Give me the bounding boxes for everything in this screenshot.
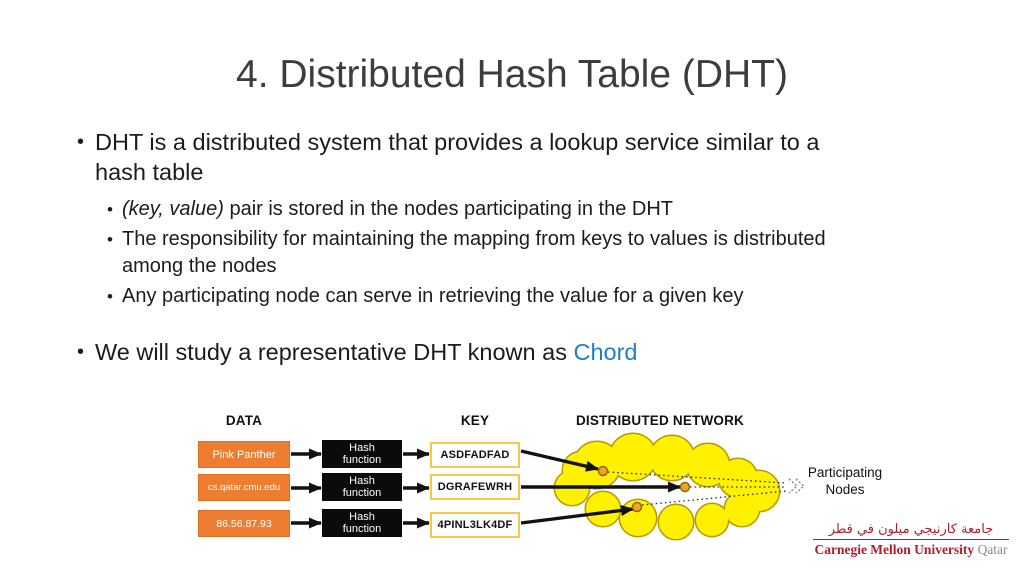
sub-bullet-responsibility: • The responsibility for maintaining the…: [107, 226, 967, 280]
bullet-line: DHT is a distributed system that provide…: [95, 129, 820, 155]
bullet-text: The responsibility for maintaining the m…: [122, 226, 826, 280]
bullet-line: pair is stored in the nodes participatin…: [223, 198, 674, 220]
node-dot: [679, 481, 691, 493]
key-box-4pinl3lk4df: 4PINL3LK4DF: [430, 512, 520, 538]
bullet-line: The responsibility for maintaining the m…: [122, 228, 826, 250]
hash-label-line: function: [342, 454, 382, 466]
network-cloud-shape: [553, 432, 781, 541]
bullet-text: (key, value) pair is stored in the nodes…: [122, 196, 673, 223]
bullet-line: among the nodes: [122, 255, 277, 277]
logo-arabic-text: جامعة كارنيجي ميلون في قطر: [813, 521, 1009, 540]
node-dots: [597, 465, 691, 513]
page-title: 4. Distributed Hash Table (DHT): [236, 53, 788, 96]
logo-wordmark: Carnegie Mellon University Qatar: [813, 541, 1009, 558]
hash-function-box: Hash function: [322, 440, 402, 468]
bullet-line: We will study a representative DHT known…: [95, 339, 574, 365]
data-box-pink-panther: Pink Panther: [198, 441, 290, 468]
bullet-text: We will study a representative DHT known…: [95, 337, 637, 367]
hash-function-box: Hash function: [322, 473, 402, 501]
hash-label-line: Hash: [349, 441, 375, 454]
participating-nodes-label: Participating Nodes: [793, 465, 897, 498]
hash-label-line: Hash: [349, 474, 375, 487]
bullet-glyph: •: [107, 200, 113, 219]
label-line: Participating: [807, 465, 883, 480]
bullet-text: DHT is a distributed system that provide…: [95, 127, 819, 187]
chord-link-text: Chord: [573, 339, 638, 365]
hash-label-line: function: [342, 523, 382, 535]
data-box-cs-qatar: cs.qatar.cmu.edu: [198, 474, 290, 501]
bullet-text: Any participating node can serve in retr…: [122, 285, 744, 307]
hash-function-box: Hash function: [322, 509, 402, 537]
column-header-network: DISTRIBUTED NETWORK: [575, 413, 745, 428]
key-box-asdfadfad: ASDFADFAD: [430, 442, 520, 468]
column-header-data: DATA: [225, 413, 263, 428]
node-dot: [631, 501, 643, 513]
key-box-dgrafewrh: DGRAFEWRH: [430, 474, 520, 500]
bullet-glyph: •: [77, 131, 85, 153]
sub-bullet-keyvalue: • (key, value) pair is stored in the nod…: [107, 196, 967, 223]
label-line: Nodes: [825, 481, 865, 497]
node-dotted-links: [607, 471, 787, 506]
node-dot: [597, 465, 609, 477]
logo-university-text: Carnegie Mellon University: [814, 542, 975, 557]
bullet-glyph: •: [107, 287, 113, 306]
network-cloud-fill: [555, 434, 779, 539]
bullet-glyph: •: [107, 230, 113, 249]
cmu-qatar-logo: جامعة كارنيجي ميلون في قطر Carnegie Mell…: [813, 521, 1009, 558]
logo-campus-text: Qatar: [977, 542, 1008, 557]
bullet-item-chord: • We will study a representative DHT kno…: [77, 337, 967, 367]
bullet-item-dht: • DHT is a distributed system that provi…: [77, 127, 967, 187]
data-box-ip-address: 86.56.87.93: [198, 510, 290, 537]
hash-label-line: function: [342, 487, 382, 499]
column-header-key: KEY: [460, 413, 490, 428]
bullet-glyph: •: [77, 341, 85, 363]
italic-text: (key, value): [122, 198, 224, 220]
hash-label-line: Hash: [349, 510, 375, 523]
bullet-list: • DHT is a distributed system that provi…: [77, 127, 967, 367]
sub-bullet-list: • (key, value) pair is stored in the nod…: [107, 196, 967, 310]
bullet-line: hash table: [95, 159, 204, 185]
sub-bullet-retrieval: • Any participating node can serve in re…: [107, 283, 967, 310]
